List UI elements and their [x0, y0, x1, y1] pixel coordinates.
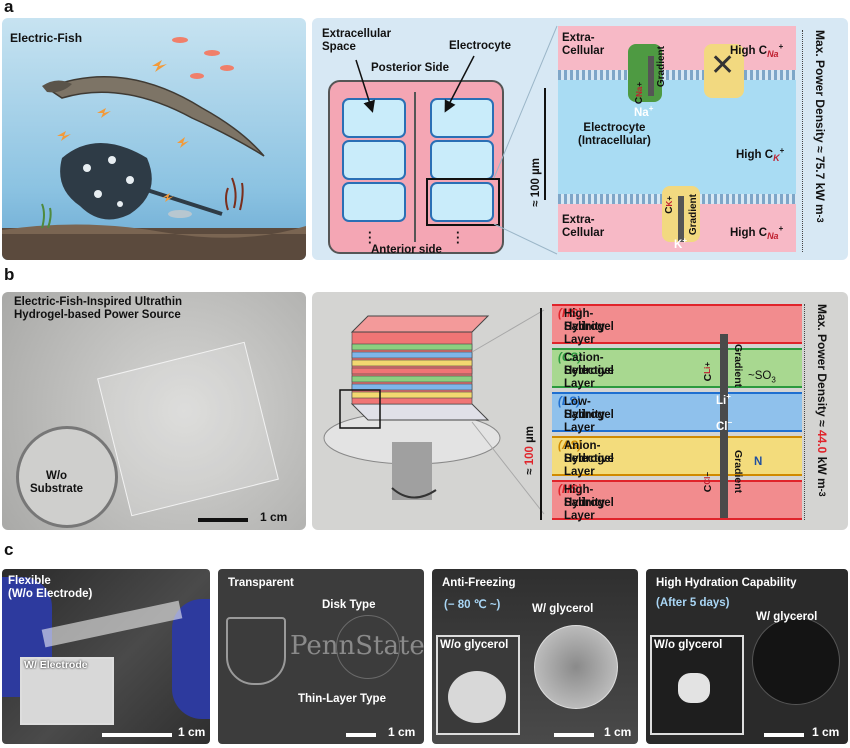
- k-ion: K+: [674, 236, 687, 251]
- flexible-label: Flexible (W/o Electrode): [8, 575, 93, 601]
- hydrogel-photo: Electric-Fish-Inspired Ultrathin Hydroge…: [2, 292, 306, 530]
- layer-low-salinity: Low-Salinity (LS)Hydrogel Layer: [552, 392, 802, 434]
- disk-type-label: Disk Type: [322, 599, 376, 611]
- scale-label: 1 cm: [388, 725, 416, 739]
- scale-bar: [764, 733, 804, 737]
- electric-fish-scene: Electric-Fish: [2, 18, 306, 260]
- electrocyte-panel: Extracellular Space Electrocyte Posterio…: [312, 18, 848, 260]
- w-electrode-label: W/ Electrode: [24, 659, 88, 671]
- anti-freezing-photo: Anti-Freezing (− 80 ℃ ~) W/ glycerol W/o…: [432, 569, 638, 744]
- anterior-label: Anterior side: [371, 244, 442, 256]
- stack-thickness-label: ≈ 100 µm: [524, 426, 536, 475]
- blocked-cross-icon: ✕: [710, 49, 736, 82]
- hydration-photo: High Hydration Capability (After 5 days)…: [646, 569, 848, 744]
- scale-bar: [102, 733, 172, 737]
- layer-anion-selective: Anion-Selective (AS)Hydrogel Layer: [552, 436, 802, 478]
- scale-label: 1 cm: [604, 725, 632, 739]
- c-li-label: CLi+: [702, 362, 714, 382]
- panel-label-a: a: [4, 0, 14, 16]
- panel-label-b: b: [4, 265, 15, 284]
- c-na-label: CNa+: [634, 82, 645, 105]
- wo-glycerol-label: W/o glycerol: [440, 639, 509, 651]
- electrocyte-cell: [342, 182, 406, 222]
- w-glycerol-label-2: W/ glycerol: [756, 611, 818, 623]
- disk-sample: [336, 615, 400, 679]
- scale-label: 1 cm: [812, 725, 840, 739]
- sodium-channel: [628, 44, 662, 102]
- c-k-label: CK+: [664, 196, 675, 214]
- pennstate-shield-icon: [226, 617, 286, 685]
- closed-channel: [704, 44, 744, 98]
- extra-cellular-bottom: Extra- Cellular: [562, 214, 605, 240]
- photo-title: Electric-Fish-Inspired Ultrathin Hydroge…: [14, 296, 183, 322]
- callout-arrows: [355, 25, 558, 255]
- wo-glycerol-inset-2: [650, 635, 744, 735]
- electrocyte-cell: [430, 140, 494, 180]
- temperature-label: (− 80 ℃ ~): [444, 599, 501, 611]
- scale-bar: [346, 733, 376, 737]
- membrane-zoom: ✕ Extra- Cellular Extra- Cellular Electr…: [558, 26, 796, 252]
- wo-glycerol-label-2: W/o glycerol: [654, 639, 723, 651]
- layer-high-salinity-top: High-Salinity (HS)Hydrogel Layer: [552, 304, 802, 346]
- extracellular-space-label: Extracellular Space: [322, 28, 392, 54]
- scale-label: 1 cm: [260, 510, 288, 524]
- gradient-arrow: [720, 334, 728, 518]
- layer-cation-selective: Cation-Selective (CS)Hydrogel Layer: [552, 348, 802, 390]
- thickness-label: ≈ 100 µm: [530, 158, 542, 207]
- hydrogel-stack-illustration: [323, 309, 545, 515]
- posterior-label: Posterior Side: [371, 62, 449, 74]
- ammonium-group: N: [754, 456, 763, 468]
- electrocyte-cell: [430, 98, 494, 138]
- wo-glycerol-inset: [436, 635, 520, 735]
- transparent-photo: PennState Transparent Disk Type Thin-Lay…: [218, 569, 424, 744]
- thickness-bar: [544, 88, 546, 200]
- gradient-label-cs: Gradient: [732, 344, 745, 388]
- panel-label-c: c: [4, 540, 14, 559]
- electrocyte-cell: [430, 182, 494, 222]
- intracellular-label: Electrocyte (Intracellular): [578, 122, 651, 148]
- gradient-label-top: Gradient: [656, 46, 667, 88]
- zoom-box: [426, 178, 500, 226]
- electrode-inset: [20, 657, 114, 725]
- na-ion: Na+: [634, 104, 654, 119]
- fish-title: Electric-Fish: [10, 31, 83, 45]
- extra-cellular-top: Extra- Cellular: [562, 32, 605, 58]
- tissue-block: ··· ···: [328, 80, 504, 254]
- high-k: High CK+: [736, 146, 785, 164]
- w-glycerol-disk-2: [752, 617, 840, 705]
- scale-bar: [198, 518, 248, 522]
- wo-substrate-label: W/o Substrate: [30, 470, 84, 496]
- layer-diagram-panel: ≈ 100 µm High-Salinity (HS)Hydrogel Laye…: [312, 292, 848, 530]
- electrocyte-label: Electrocyte: [449, 40, 512, 52]
- scale-label: 1 cm: [178, 725, 206, 739]
- w-glycerol-disk: [534, 625, 618, 709]
- sulfonate-group: ~SO3: [748, 370, 776, 385]
- hydrogel-film: [97, 341, 279, 517]
- high-na-bottom: High CNa+: [730, 224, 784, 242]
- gradient-label-as: Gradient: [732, 450, 745, 494]
- fish-illustration: [2, 37, 306, 260]
- max-power-density-a: Max. Power Density ≈ 75.7 kW m-3: [812, 30, 827, 223]
- thin-layer-type-label: Thin-Layer Type: [298, 693, 386, 705]
- max-power-density-b: Max. Power Density ≈ 44.0 kW m-3: [814, 304, 829, 497]
- layer-high-salinity-bottom: High-Salinity (HS)Hydrogel Layer: [552, 480, 802, 522]
- stack-thickness-bar: [540, 308, 542, 520]
- electrocyte-cell: [342, 140, 406, 180]
- intracellular-region: [558, 78, 796, 196]
- high-na-top: High CNa+: [730, 42, 784, 60]
- hydration-label: High Hydration Capability: [656, 577, 797, 589]
- anti-freezing-label: Anti-Freezing: [442, 577, 516, 589]
- layer-stack: High-Salinity (HS)Hydrogel Layer Cation-…: [552, 304, 802, 524]
- cl-ion: Cl−: [716, 418, 733, 433]
- scale-bar: [554, 733, 594, 737]
- flexible-photo: Flexible (W/o Electrode) W/ Electrode 1 …: [2, 569, 210, 744]
- after-days-label: (After 5 days): [656, 597, 730, 609]
- c-cl-label: CCl−: [702, 472, 714, 493]
- transparent-label: Transparent: [228, 577, 294, 589]
- w-glycerol-label: W/ glycerol: [532, 603, 594, 615]
- flexible-film: [41, 600, 183, 648]
- inset-magnifier: [16, 426, 118, 528]
- li-ion: Li+: [716, 392, 731, 407]
- gradient-label-bottom: Gradient: [688, 194, 699, 236]
